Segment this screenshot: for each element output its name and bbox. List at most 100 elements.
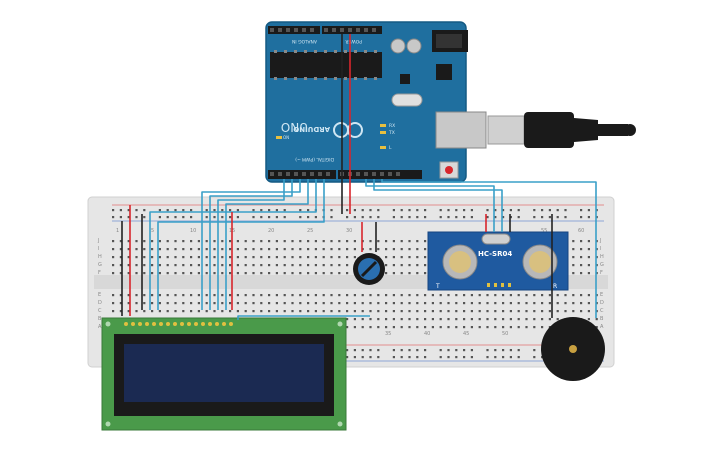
breadboard-hole — [174, 294, 177, 297]
breadboard-hole — [252, 294, 255, 297]
breadboard-hole — [229, 209, 232, 212]
breadboard-hole — [361, 310, 364, 313]
breadboard-hole — [541, 294, 544, 297]
breadboard-hole — [353, 248, 356, 251]
breadboard-hole — [463, 326, 466, 329]
breadboard-hole — [424, 272, 427, 275]
breadboard-hole — [236, 248, 239, 251]
breadboard-hole — [416, 302, 419, 305]
breadboard-hole — [135, 248, 138, 251]
breadboard-hole — [447, 326, 450, 329]
breadboard-hole — [556, 310, 559, 313]
breadboard-hole — [439, 356, 442, 359]
breadboard-hole — [338, 264, 341, 267]
breadboard-hole — [322, 240, 325, 243]
breadboard-hole — [533, 349, 536, 352]
breadboard-hole — [369, 302, 372, 305]
ultrasonic-sensor-hc-sr04[interactable]: HC-SR04 T R — [427, 231, 569, 291]
breadboard-hole — [385, 272, 388, 275]
breadboard-hole — [392, 256, 395, 259]
rx-led-label: RX — [389, 123, 395, 129]
breadboard-hole — [166, 216, 169, 219]
breadboard-hole — [361, 302, 364, 305]
breadboard-hole — [221, 264, 224, 267]
breadboard-hole — [197, 294, 200, 297]
row-letter: G — [600, 262, 604, 268]
breadboard-hole — [268, 264, 271, 267]
breadboard-hole — [190, 209, 193, 212]
breadboard-hole — [509, 310, 512, 313]
breadboard-hole — [369, 356, 372, 359]
breadboard-hole — [197, 302, 200, 305]
breadboard-hole — [463, 294, 466, 297]
breadboard-hole — [151, 256, 154, 259]
breadboard-hole — [361, 349, 364, 352]
breadboard-hole — [431, 294, 434, 297]
breadboard-hole — [236, 310, 239, 313]
breadboard-hole — [361, 294, 364, 297]
breadboard-hole — [314, 264, 317, 267]
breadboard-hole — [439, 326, 442, 329]
breadboard-hole — [377, 248, 380, 251]
breadboard-hole — [151, 294, 154, 297]
potentiometer[interactable] — [353, 253, 385, 285]
row-letter: B — [600, 316, 604, 322]
breadboard-hole — [182, 209, 185, 212]
breadboard-hole — [330, 216, 333, 219]
breadboard-hole — [580, 240, 583, 243]
breadboard-hole — [260, 256, 263, 259]
breadboard-hole — [119, 248, 122, 251]
breadboard-hole — [299, 216, 302, 219]
breadboard-hole — [400, 349, 403, 352]
breadboard-hole — [291, 240, 294, 243]
piezo-buzzer[interactable] — [541, 317, 605, 381]
breadboard-hole — [135, 240, 138, 243]
breadboard-hole — [182, 248, 185, 251]
breadboard-hole — [166, 248, 169, 251]
breadboard-hole — [463, 356, 466, 359]
col-num: 1 — [116, 228, 119, 234]
breadboard-hole — [517, 216, 520, 219]
breadboard-hole — [587, 294, 590, 297]
breadboard-hole — [353, 310, 356, 313]
breadboard-hole — [486, 209, 489, 212]
breadboard-hole — [533, 209, 536, 212]
breadboard-hole — [416, 326, 419, 329]
col-num: 30 — [346, 228, 352, 234]
breadboard-hole — [548, 216, 551, 219]
wire-blue — [217, 179, 285, 310]
breadboard-hole — [431, 326, 434, 329]
breadboard-hole — [205, 302, 208, 305]
breadboard-hole — [572, 302, 575, 305]
arduino-uno-board[interactable]: ANALOG IN POWER ARDUINO — [265, 21, 487, 183]
breadboard-hole — [236, 216, 239, 219]
lcd-16x2[interactable] — [101, 317, 347, 431]
breadboard-hole — [158, 240, 161, 243]
breadboard-hole — [416, 294, 419, 297]
breadboard-hole — [119, 294, 122, 297]
breadboard-hole — [190, 294, 193, 297]
breadboard-hole — [275, 216, 278, 219]
breadboard-hole — [330, 256, 333, 259]
breadboard-hole — [307, 216, 310, 219]
breadboard-hole — [174, 264, 177, 267]
breadboard-hole — [478, 310, 481, 313]
breadboard-hole — [533, 326, 536, 329]
breadboard-hole — [416, 310, 419, 313]
breadboard-hole — [595, 326, 598, 329]
breadboard-hole — [424, 356, 427, 359]
crystal — [391, 93, 423, 107]
breadboard-hole — [314, 240, 317, 243]
breadboard-hole — [291, 256, 294, 259]
breadboard-hole — [509, 302, 512, 305]
row-letter: H — [600, 254, 604, 260]
breadboard-hole — [213, 264, 216, 267]
reset-button-cap[interactable] — [445, 166, 453, 174]
breadboard-hole — [205, 294, 208, 297]
breadboard-hole — [587, 272, 590, 275]
breadboard-hole — [502, 209, 505, 212]
breadboard-hole — [463, 216, 466, 219]
breadboard-hole — [548, 310, 551, 313]
breadboard-hole — [556, 318, 559, 321]
breadboard-hole — [190, 216, 193, 219]
